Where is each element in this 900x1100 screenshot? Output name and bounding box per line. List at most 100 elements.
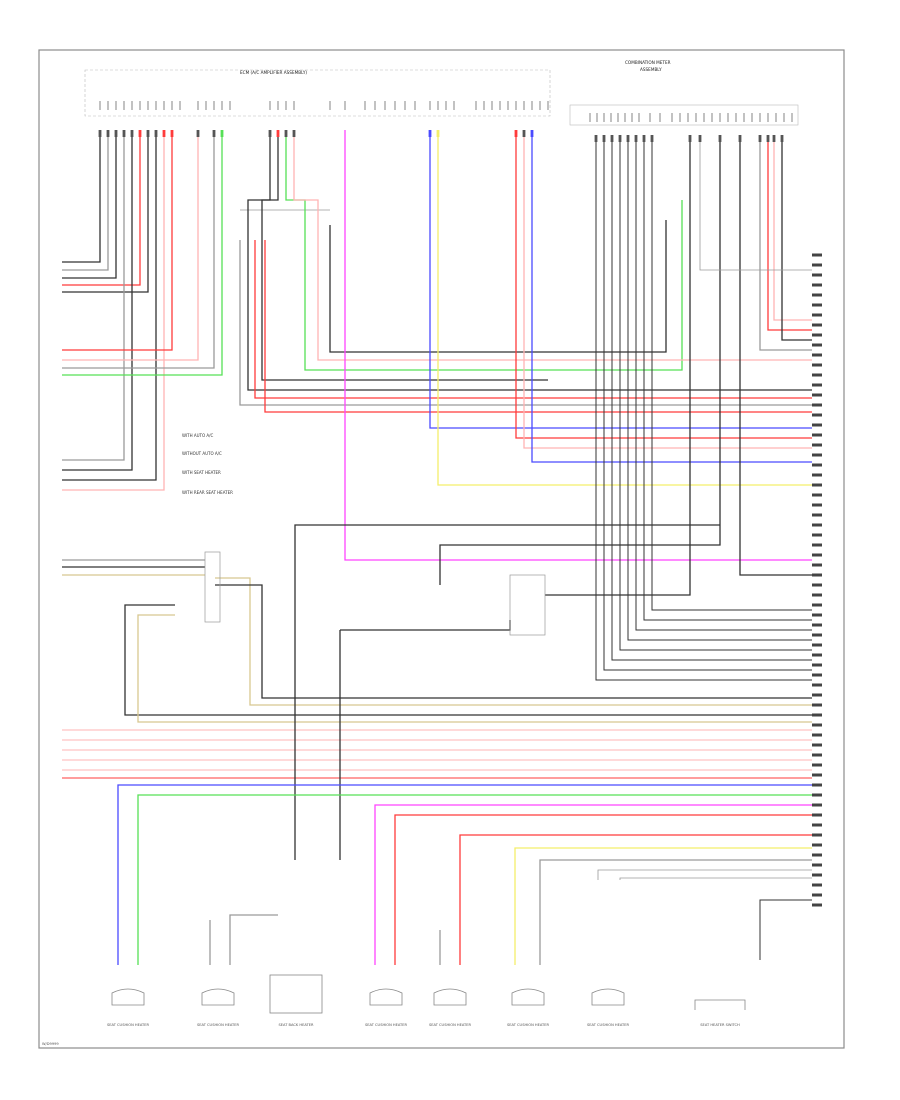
right-terminal xyxy=(812,703,822,707)
component-label: SEAT HEATER SWITCH xyxy=(700,1023,740,1027)
right-terminal xyxy=(812,623,822,627)
connector-pin xyxy=(276,130,280,137)
relay-symbol xyxy=(204,551,221,623)
wire-magenta xyxy=(374,804,812,965)
wire-black xyxy=(739,135,812,576)
wire-black xyxy=(261,130,548,381)
right-terminal xyxy=(812,433,822,437)
right-terminal xyxy=(812,323,822,327)
wire-tan xyxy=(137,614,812,723)
right-terminal xyxy=(812,353,822,357)
meter-header-label-1: COMBINATION METER xyxy=(625,60,671,65)
wire-gray xyxy=(619,877,812,880)
wire-red xyxy=(62,130,173,351)
wire-gray xyxy=(229,914,278,965)
connector-pin xyxy=(146,130,150,137)
heater-symbol xyxy=(433,988,467,1006)
right-terminal xyxy=(812,633,822,637)
wire-black xyxy=(62,130,149,293)
seat-heater-component: SEAT BACK HEATER xyxy=(269,974,323,1027)
component-label: SEAT CUSHION HEATER xyxy=(197,1023,240,1027)
right-terminal xyxy=(812,903,822,907)
wire-gray xyxy=(699,135,812,271)
right-terminal xyxy=(812,793,822,797)
right-terminal xyxy=(812,253,822,257)
component-label: SEAT CUSHION HEATER xyxy=(429,1023,472,1027)
wire-pink xyxy=(773,135,812,321)
right-terminal xyxy=(812,833,822,837)
right-terminal xyxy=(812,583,822,587)
heater-symbol xyxy=(369,988,403,1006)
component-label: SEAT CUSHION HEATER xyxy=(107,1023,150,1027)
right-terminal-group xyxy=(812,253,822,907)
right-terminal xyxy=(812,873,822,877)
right-terminal xyxy=(812,493,822,497)
connector-pin xyxy=(530,130,534,137)
right-terminal xyxy=(812,553,822,557)
wire-black xyxy=(635,135,812,631)
wire-black xyxy=(62,130,157,481)
wire-red xyxy=(62,130,141,286)
wire-black xyxy=(545,135,691,596)
connector-pin xyxy=(114,130,118,137)
seat-heater-component: SEAT HEATER SWITCH xyxy=(694,999,746,1027)
wire-gray xyxy=(759,135,812,351)
right-terminal xyxy=(812,603,822,607)
connector-pin xyxy=(428,130,432,137)
connector-pin xyxy=(514,130,518,137)
right-terminal xyxy=(812,533,822,537)
connector-pin xyxy=(738,135,742,142)
right-terminal xyxy=(812,653,822,657)
heater-symbol xyxy=(111,988,145,1006)
right-terminal xyxy=(812,823,822,827)
right-terminal xyxy=(812,333,822,337)
legend-2: WITHOUT AUTO A/C xyxy=(182,451,222,456)
wire-blue xyxy=(531,130,812,463)
meter-header-label-2: ASSEMBLY xyxy=(640,67,662,72)
wire-gray xyxy=(239,240,812,406)
component-label: SEAT CUSHION HEATER xyxy=(587,1023,630,1027)
connector-pin xyxy=(634,135,638,142)
right-terminal xyxy=(812,383,822,387)
diagram-frame xyxy=(38,49,845,1049)
wire-group xyxy=(62,130,812,965)
component-box xyxy=(269,974,323,1014)
meter-connector-box xyxy=(569,104,799,126)
wire-blue xyxy=(429,130,812,429)
component-label: SEAT CUSHION HEATER xyxy=(507,1023,550,1027)
component-label: SEAT CUSHION HEATER xyxy=(365,1023,408,1027)
connector-pin xyxy=(610,135,614,142)
wire-black xyxy=(215,584,812,699)
wire-black xyxy=(611,135,812,661)
connector-pin xyxy=(212,130,216,137)
ecm-header-label: ECM (A/C AMPLIFIER ASSEMBLY) xyxy=(240,70,307,75)
connector-pin xyxy=(718,135,722,142)
right-terminal xyxy=(812,733,822,737)
wire-black xyxy=(329,220,667,353)
right-terminal xyxy=(812,693,822,697)
right-terminal xyxy=(812,283,822,287)
right-terminal xyxy=(812,443,822,447)
wire-black xyxy=(62,130,133,471)
right-terminal xyxy=(812,773,822,777)
wire-black xyxy=(619,135,812,651)
wire-green xyxy=(285,130,683,371)
connector-pin xyxy=(602,135,606,142)
right-terminal xyxy=(812,663,822,667)
right-terminal xyxy=(812,513,822,517)
right-terminal xyxy=(812,503,822,507)
wire-green xyxy=(137,794,812,965)
connector-pin xyxy=(522,130,526,137)
component-group: SEAT CUSHION HEATER SEAT CUSHION HEATER SE… xyxy=(107,551,746,1027)
connector-pin xyxy=(772,135,776,142)
pin-group xyxy=(98,101,793,142)
connector-pin xyxy=(284,130,288,137)
wire-red xyxy=(515,130,812,439)
connector-pin xyxy=(436,130,440,137)
connector-pin xyxy=(698,135,702,142)
right-terminal xyxy=(812,263,822,267)
wire-gray xyxy=(62,130,109,271)
connector-pin xyxy=(196,130,200,137)
heater-symbol xyxy=(511,988,545,1006)
component-label: SEAT BACK HEATER xyxy=(278,1023,314,1027)
